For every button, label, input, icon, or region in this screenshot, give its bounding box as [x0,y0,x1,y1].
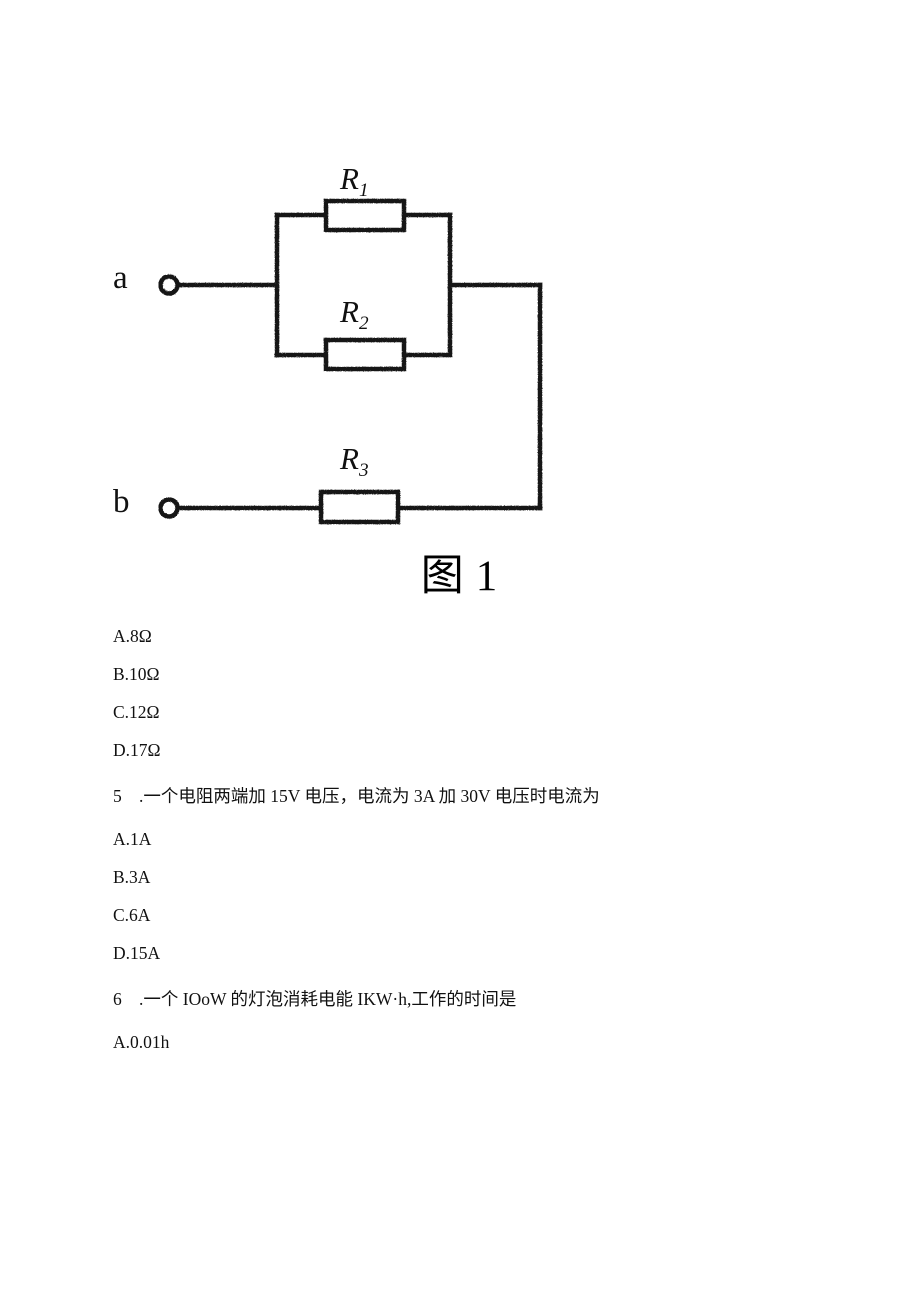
option-q5-d[interactable]: D.15A [113,943,161,963]
resistor-label-r3-subscript: 3 [358,460,369,482]
question-5-text: .一个电阻两端加 15V 电压，电流为 3A 加 30V 电压时电流为 [139,785,600,806]
question-4-options: A.8Ω B.10Ω C.12Ω D.17Ω [113,626,873,760]
resistor-label-r1: R1 [340,163,369,200]
resistor-box-r1 [323,198,407,233]
resistor-label-r1-subscript: 1 [358,180,369,202]
circuit-wires [175,212,543,511]
option-q4-d[interactable]: D.17Ω [113,740,161,760]
question-6-stem: 6 .一个 IOoW 的灯泡消耗电能 IKW·h,工作的时间是 [113,988,873,1009]
question-6-number: 6 [113,988,122,1009]
option-q5-b[interactable]: B.3A [113,867,151,887]
option-q4-b[interactable]: B.10Ω [113,664,160,684]
question-6: 6 .一个 IOoW 的灯泡消耗电能 IKW·h,工作的时间是 A.0.01h [113,988,873,1052]
question-5-stem: 5 .一个电阻两端加 15V 电压，电流为 3A 加 30V 电压时电流为 [113,785,873,806]
option-q5-a[interactable]: A.1A [113,829,152,849]
terminal-node-b [158,497,180,519]
option-q4-c[interactable]: C.12Ω [113,702,160,722]
figure-caption-char: 图 [420,553,466,600]
resistor-boxes [318,198,407,525]
figure-caption-number: 1 [475,553,500,600]
resistor-label-r3-letter: R [340,441,359,476]
resistor-label-r3: R3 [340,443,369,480]
option-q4-a[interactable]: A.8Ω [113,626,152,646]
option-q6-a[interactable]: A.0.01h [113,1032,170,1052]
terminal-label-a: a [113,260,128,296]
option-q5-c[interactable]: C.6A [113,905,151,925]
question-5-number: 5 [113,785,122,806]
figure-circuit-diagram: a b R1 R2 R3 [0,0,920,545]
question-text-body: A.8Ω B.10Ω C.12Ω D.17Ω 5 .一个电阻两端加 15V 电压，… [113,626,873,1072]
resistor-label-r2: R2 [340,296,369,333]
resistor-box-r2 [323,337,407,372]
terminal-node-a [158,274,180,296]
terminal-label-b: b [113,484,130,520]
resistor-label-r1-letter: R [340,161,359,196]
resistor-label-r2-subscript: 2 [358,313,369,335]
resistor-label-r2-letter: R [340,294,359,329]
circuit-schematic-svg [158,198,543,525]
terminal-nodes [158,274,180,519]
question-5: 5 .一个电阻两端加 15V 电压，电流为 3A 加 30V 电压时电流为 A.1… [113,785,873,963]
question-6-text: .一个 IOoW 的灯泡消耗电能 IKW·h,工作的时间是 [139,988,517,1009]
resistor-box-r3 [318,489,401,525]
